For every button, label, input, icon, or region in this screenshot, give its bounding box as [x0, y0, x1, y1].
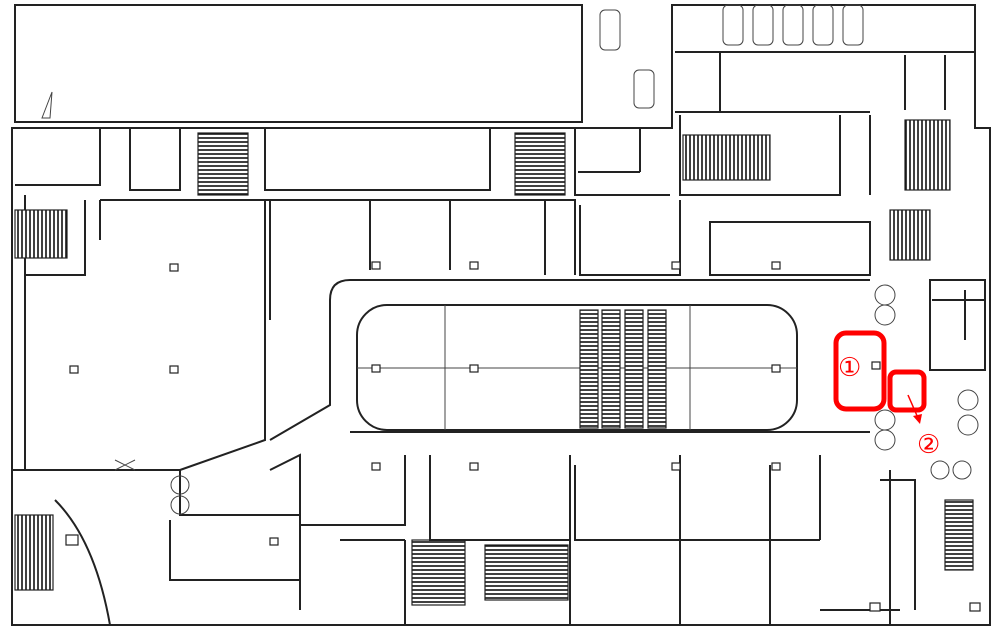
north-arrow-icon	[41, 91, 53, 119]
annotation-box-1	[833, 330, 887, 412]
upper-rooms-2	[24, 195, 871, 471]
roof-area	[14, 4, 583, 123]
annotation-label-1: ①	[838, 353, 862, 383]
upper-rooms	[15, 51, 975, 196]
annotation-label-2: ②	[917, 430, 941, 460]
parked-cars	[599, 4, 864, 109]
stairs	[14, 119, 974, 606]
corridor-ring	[269, 279, 870, 441]
atrium-grid	[357, 305, 797, 430]
doors	[114, 284, 979, 515]
escalators	[579, 309, 667, 429]
lower-rooms	[11, 279, 986, 626]
annotation-arrow-icon	[907, 394, 922, 424]
annotation-box-2	[887, 369, 927, 413]
columns	[65, 261, 981, 612]
building-outline	[11, 4, 991, 626]
